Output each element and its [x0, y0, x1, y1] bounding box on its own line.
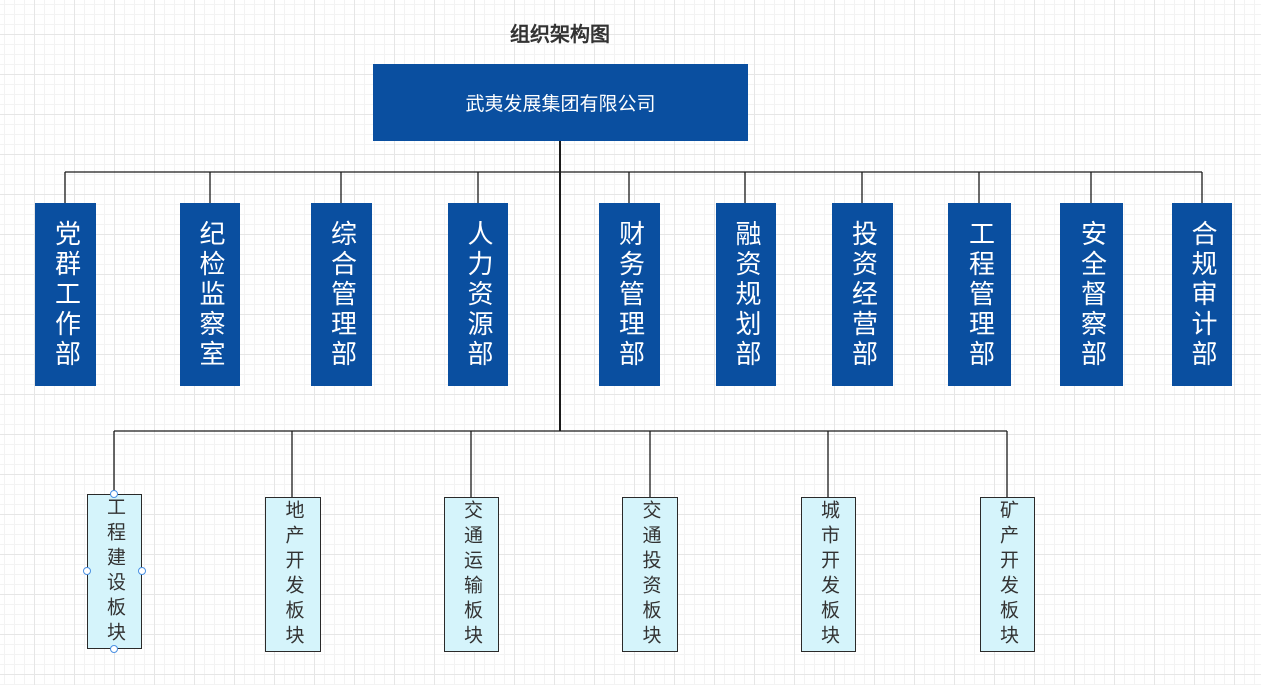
dept-label: 融资规划部 — [731, 219, 761, 370]
dept-node-investment[interactable]: 投资经营部 — [832, 203, 893, 386]
dept-node-hr[interactable]: 人力资源部 — [448, 203, 508, 386]
dept-node-general-admin[interactable]: 综合管理部 — [311, 203, 372, 386]
dept-node-finance[interactable]: 财务管理部 — [599, 203, 660, 386]
dept-label: 合规审计部 — [1187, 219, 1217, 370]
dept-label: 安全督察部 — [1076, 219, 1107, 370]
root-company-node[interactable]: 武夷发展集团有限公司 — [373, 64, 748, 141]
dept-label: 综合管理部 — [326, 219, 357, 370]
dept-label: 财务管理部 — [614, 219, 645, 370]
sector-label: 工程建设板块 — [104, 496, 126, 647]
sector-label: 矿产开发板块 — [997, 499, 1019, 650]
dept-node-financing[interactable]: 融资规划部 — [716, 203, 776, 386]
dept-node-compliance[interactable]: 合规审计部 — [1172, 203, 1232, 386]
sector-label: 地产开发板块 — [282, 499, 305, 650]
sector-node-urban-development[interactable]: 城市开发板块 — [801, 497, 856, 652]
sector-label: 交通投资板块 — [639, 499, 662, 650]
dept-node-party-affairs[interactable]: 党群工作部 — [35, 203, 96, 386]
dept-node-engineering[interactable]: 工程管理部 — [948, 203, 1011, 386]
sector-node-transport-investment[interactable]: 交通投资板块 — [622, 497, 678, 652]
sector-node-construction[interactable]: 工程建设板块 — [87, 494, 142, 649]
sector-label: 交通运输板块 — [461, 499, 483, 650]
selection-handle-right[interactable] — [138, 567, 146, 575]
selection-handle-top[interactable] — [110, 490, 118, 498]
sector-node-mining[interactable]: 矿产开发板块 — [980, 497, 1035, 652]
dept-label: 党群工作部 — [50, 219, 81, 370]
dept-node-discipline[interactable]: 纪检监察室 — [180, 203, 240, 386]
diagram-title: 组织架构图 — [510, 22, 610, 46]
selection-handle-left[interactable] — [83, 567, 91, 575]
dept-label: 工程管理部 — [964, 219, 995, 370]
dept-label: 投资经营部 — [847, 219, 878, 370]
sector-label: 城市开发板块 — [818, 499, 840, 650]
sector-node-real-estate[interactable]: 地产开发板块 — [265, 497, 321, 652]
sector-node-transportation[interactable]: 交通运输板块 — [444, 497, 499, 652]
selection-handle-bottom[interactable] — [110, 645, 118, 653]
dept-label: 人力资源部 — [463, 219, 493, 370]
dept-label: 纪检监察室 — [195, 219, 225, 370]
dept-node-safety[interactable]: 安全督察部 — [1060, 203, 1123, 386]
